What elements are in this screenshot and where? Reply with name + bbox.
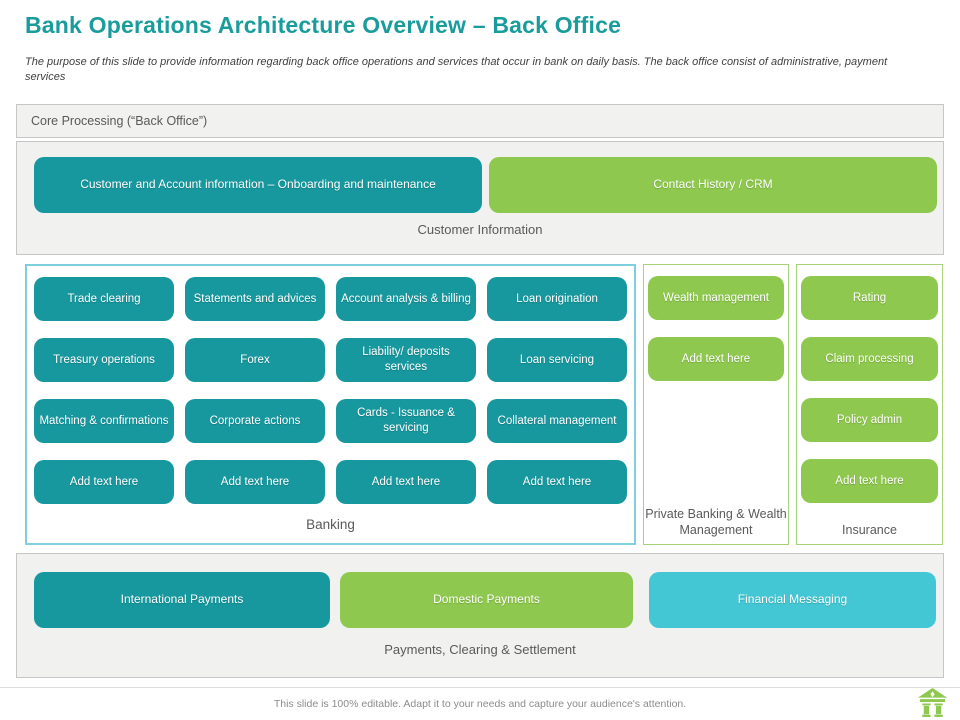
banking-add-text-button[interactable]: Add text here: [487, 460, 627, 504]
banking-box: Trade clearing Statements and advices Ac…: [25, 264, 636, 545]
banking-caption: Banking: [306, 517, 355, 532]
collateral-management-button[interactable]: Collateral management: [487, 399, 627, 443]
wealth-management-button[interactable]: Wealth management: [648, 276, 784, 320]
customer-information-caption: Customer Information: [417, 222, 543, 237]
liability-deposits-services-button[interactable]: Liability/ deposits services: [336, 338, 476, 382]
footer-note: This slide is 100% editable. Adapt it to…: [273, 698, 687, 710]
treasury-operations-button[interactable]: Treasury operations: [34, 338, 174, 382]
cards-issuance-servicing-button[interactable]: Cards - Issuance & servicing: [336, 399, 476, 443]
private-banking-caption: Private Banking & Wealth Management: [645, 507, 787, 537]
account-analysis-billing-button[interactable]: Account analysis & billing: [336, 277, 476, 321]
insurance-add-text-button[interactable]: Add text here: [801, 459, 938, 503]
contact-history-crm-button[interactable]: Contact History / CRM: [489, 157, 937, 213]
policy-admin-button[interactable]: Policy admin: [801, 398, 938, 442]
footer-divider: [0, 687, 960, 688]
customer-account-info-button[interactable]: Customer and Account information – Onboa…: [34, 157, 482, 213]
trade-clearing-button[interactable]: Trade clearing: [34, 277, 174, 321]
payments-caption: Payments, Clearing & Settlement: [384, 642, 576, 657]
banking-add-text-button[interactable]: Add text here: [34, 460, 174, 504]
domestic-payments-button[interactable]: Domestic Payments: [340, 572, 633, 628]
loan-origination-button[interactable]: Loan origination: [487, 277, 627, 321]
insurance-box: Rating Claim processing Policy admin Add…: [796, 264, 943, 545]
core-processing-header: Core Processing (“Back Office”): [16, 104, 944, 138]
customer-information-panel: Customer and Account information – Onboa…: [16, 141, 944, 255]
financial-messaging-button[interactable]: Financial Messaging: [649, 572, 936, 628]
insurance-caption: Insurance: [842, 523, 897, 537]
loan-servicing-button[interactable]: Loan servicing: [487, 338, 627, 382]
banking-add-text-button[interactable]: Add text here: [336, 460, 476, 504]
banking-grid: Trade clearing Statements and advices Ac…: [34, 277, 627, 504]
rating-button[interactable]: Rating: [801, 276, 938, 320]
core-processing-label: Core Processing (“Back Office”): [31, 114, 208, 128]
statements-advices-button[interactable]: Statements and advices: [185, 277, 325, 321]
private-banking-add-text-button[interactable]: Add text here: [648, 337, 784, 381]
bank-icon: [917, 687, 948, 718]
private-banking-box: Wealth management Add text here Private …: [643, 264, 789, 545]
forex-button[interactable]: Forex: [185, 338, 325, 382]
banking-add-text-button[interactable]: Add text here: [185, 460, 325, 504]
slide-subtitle: The purpose of this slide to provide inf…: [25, 56, 888, 83]
page-title: Bank Operations Architecture Overview – …: [25, 12, 622, 38]
corporate-actions-button[interactable]: Corporate actions: [185, 399, 325, 443]
claim-processing-button[interactable]: Claim processing: [801, 337, 938, 381]
payments-panel: International Payments Domestic Payments…: [16, 553, 944, 678]
international-payments-button[interactable]: International Payments: [34, 572, 330, 628]
matching-confirmations-button[interactable]: Matching & confirmations: [34, 399, 174, 443]
